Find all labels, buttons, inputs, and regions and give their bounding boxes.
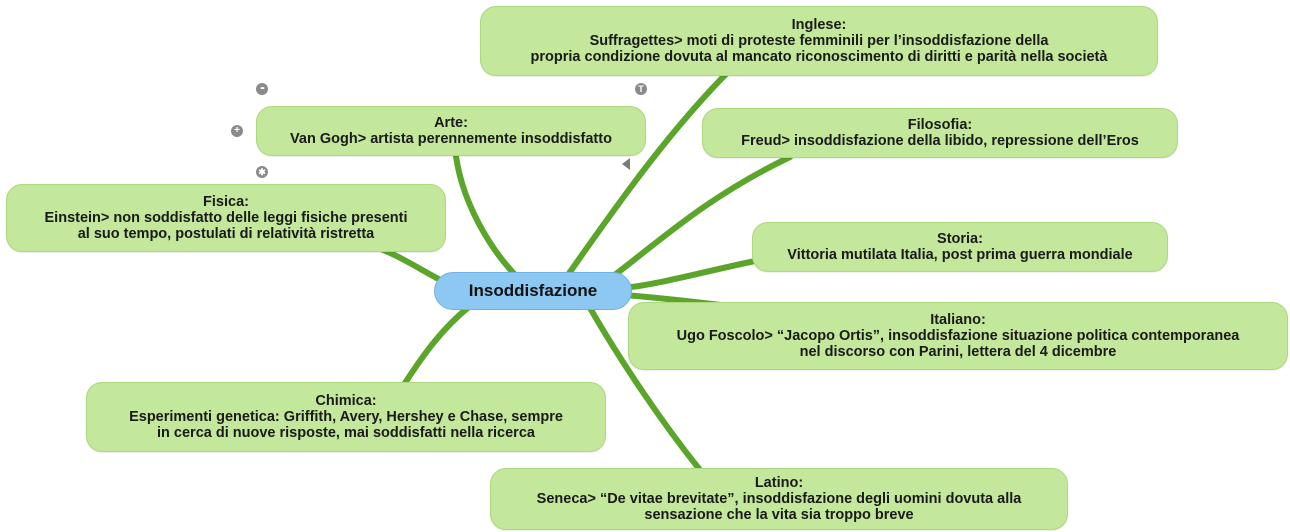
node-inglese-line2: propria condizione dovuta al mancato ric…: [530, 49, 1108, 65]
node-filosofia-line1: Freud> insoddisfazione della libido, rep…: [741, 133, 1139, 149]
node-storia-title: Storia:: [937, 231, 983, 247]
node-storia[interactable]: Storia: Vittoria mutilata Italia, post p…: [752, 222, 1168, 272]
star-handle-icon[interactable]: ✱: [256, 166, 268, 178]
node-italiano-title: Italiano:: [930, 312, 986, 328]
node-latino-title: Latino:: [754, 475, 804, 491]
node-fisica-title: Fisica:: [203, 194, 249, 210]
node-latino[interactable]: Latino: Seneca> “De vitae brevitate”, in…: [490, 468, 1068, 530]
node-italiano-line2: nel discorso con Parini, lettera del 4 d…: [799, 344, 1117, 360]
node-fisica-line2: al suo tempo, postulati di relatività ri…: [77, 226, 375, 242]
tag-handle-icon[interactable]: [622, 158, 630, 170]
more-handle-icon[interactable]: •••: [256, 83, 268, 95]
node-filosofia-title: Filosofia:: [907, 117, 973, 133]
node-italiano-line1: Ugo Foscolo> “Jacopo Ortis”, insoddisfaz…: [676, 328, 1240, 344]
node-arte[interactable]: Arte: Van Gogh> artista perennemente ins…: [256, 106, 646, 156]
node-arte-line1: Van Gogh> artista perennemente insoddisf…: [290, 131, 612, 147]
branch-arte: [452, 145, 523, 283]
node-inglese-line1: Suffragettes> moti di proteste femminili…: [589, 33, 1049, 49]
branch-latino: [587, 305, 703, 473]
node-fisica-line1: Einstein> non soddisfatto delle leggi fi…: [44, 210, 408, 226]
node-chimica[interactable]: Chimica: Esperimenti genetica: Griffith,…: [86, 382, 606, 452]
central-topic[interactable]: Insoddisfazione: [434, 272, 632, 310]
node-arte-title: Arte:: [434, 115, 468, 131]
node-italiano[interactable]: Italiano: Ugo Foscolo> “Jacopo Ortis”, i…: [628, 302, 1288, 370]
node-chimica-line1: Esperimenti genetica: Griffith, Avery, H…: [129, 409, 563, 425]
node-storia-line1: Vittoria mutilata Italia, post prima gue…: [787, 247, 1133, 263]
branch-chimica: [402, 303, 473, 386]
node-latino-line1: Seneca> “De vitae brevitate”, insoddisfa…: [536, 491, 1022, 507]
branch-filosofia: [597, 154, 793, 289]
node-chimica-line2: in cerca di nuove risposte, mai soddisfa…: [157, 425, 535, 441]
node-latino-line2: sensazione che la vita sia troppo breve: [644, 507, 914, 523]
branch-storia: [622, 257, 763, 291]
node-fisica[interactable]: Fisica: Einstein> non soddisfatto delle …: [6, 184, 446, 252]
add-handle-icon[interactable]: +: [231, 125, 243, 137]
node-filosofia[interactable]: Filosofia: Freud> insoddisfazione della …: [702, 108, 1178, 158]
branch-inglese: [557, 67, 733, 289]
node-inglese-title: Inglese:: [791, 17, 847, 33]
text-handle-icon[interactable]: T: [635, 83, 647, 95]
node-inglese[interactable]: Inglese: Suffragettes> moti di proteste …: [480, 6, 1158, 76]
node-chimica-title: Chimica:: [315, 393, 377, 409]
